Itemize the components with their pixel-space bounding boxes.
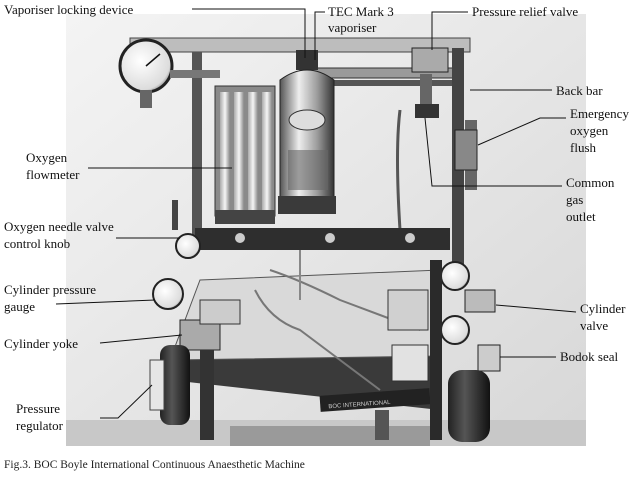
manifold-bar	[195, 228, 450, 250]
left-cylinder	[160, 345, 190, 425]
label-cylinder-valve-line2: valve	[580, 318, 609, 333]
left-cylinder-gauge	[152, 278, 184, 310]
cylinder-valve	[464, 289, 496, 313]
label-cylinder-yoke: Cylinder yoke	[4, 336, 79, 351]
rear-post-left	[192, 52, 202, 242]
label-cylinder-valve-line1: Cylinder	[580, 301, 626, 316]
oxygen-flowmeter-bank	[214, 85, 276, 224]
leader-pressure-relief-valve	[431, 11, 468, 50]
tec-vaporiser	[278, 50, 336, 214]
label-common-line3: outlet	[566, 209, 596, 224]
leader-cylinder-valve	[495, 304, 577, 313]
label-emergency-line1: Emergency	[570, 106, 629, 121]
leader-common-gas-outlet	[424, 117, 562, 187]
front-post-right	[430, 260, 442, 440]
label-oxygen-flowmeter-line1: Oxygen	[26, 150, 68, 165]
emergency-flush-assembly	[454, 129, 478, 171]
label-cylinder-pressure-line2: gauge	[4, 299, 36, 314]
label-tec-vaporiser-line1: TEC Mark 3	[328, 4, 394, 19]
label-pressure-relief-valve: Pressure relief valve	[472, 4, 579, 19]
right-cylinder-gauge-bottom	[440, 315, 470, 345]
front-post-left	[200, 350, 214, 440]
label-back-bar: Back bar	[556, 83, 603, 98]
label-pressure-regulator-line1: Pressure	[16, 401, 61, 416]
leader-tec-vaporiser	[314, 11, 325, 60]
label-common-line1: Common	[566, 175, 615, 190]
label-cylinder-pressure-line1: Cylinder pressure	[4, 282, 97, 297]
figure-caption: Fig.3. BOC Boyle International Continuou…	[4, 459, 305, 471]
table-frame: BOC INTERNATIONAL	[169, 269, 441, 412]
leader-vaporiser-locking-device	[192, 8, 306, 58]
needle-valve-gauge	[175, 233, 201, 259]
label-needle-valve-line1: Oxygen needle valve	[4, 219, 114, 234]
leader-lines	[55, 8, 577, 419]
leader-pressure-regulator	[100, 384, 153, 419]
leader-cylinder-pressure-gauge	[55, 299, 156, 305]
pressure-relief-valve	[411, 47, 449, 73]
bodok-seal	[477, 344, 501, 372]
right-cylinder	[448, 370, 490, 442]
label-pressure-regulator-line2: regulator	[16, 418, 63, 433]
leader-emergency-oxygen-flush	[477, 117, 566, 146]
machine-nameplate: BOC INTERNATIONAL	[328, 400, 391, 410]
right-cylinder-gauge-top	[440, 261, 470, 291]
left-cylinder-yoke	[179, 319, 221, 351]
label-tec-vaporiser-line2: vaporiser	[328, 20, 377, 35]
label-needle-valve-line2: control knob	[4, 236, 71, 251]
label-oxygen-flowmeter-line2: flowmeter	[26, 167, 80, 182]
label-common-line2: gas	[566, 192, 584, 207]
label-bodok-seal: Bodok seal	[560, 349, 619, 364]
label-emergency-line2: oxygen	[570, 123, 609, 138]
leader-cylinder-yoke	[99, 334, 183, 344]
label-vaporiser-locking-device: Vaporiser locking device	[4, 2, 134, 17]
label-emergency-line3: flush	[570, 140, 596, 155]
